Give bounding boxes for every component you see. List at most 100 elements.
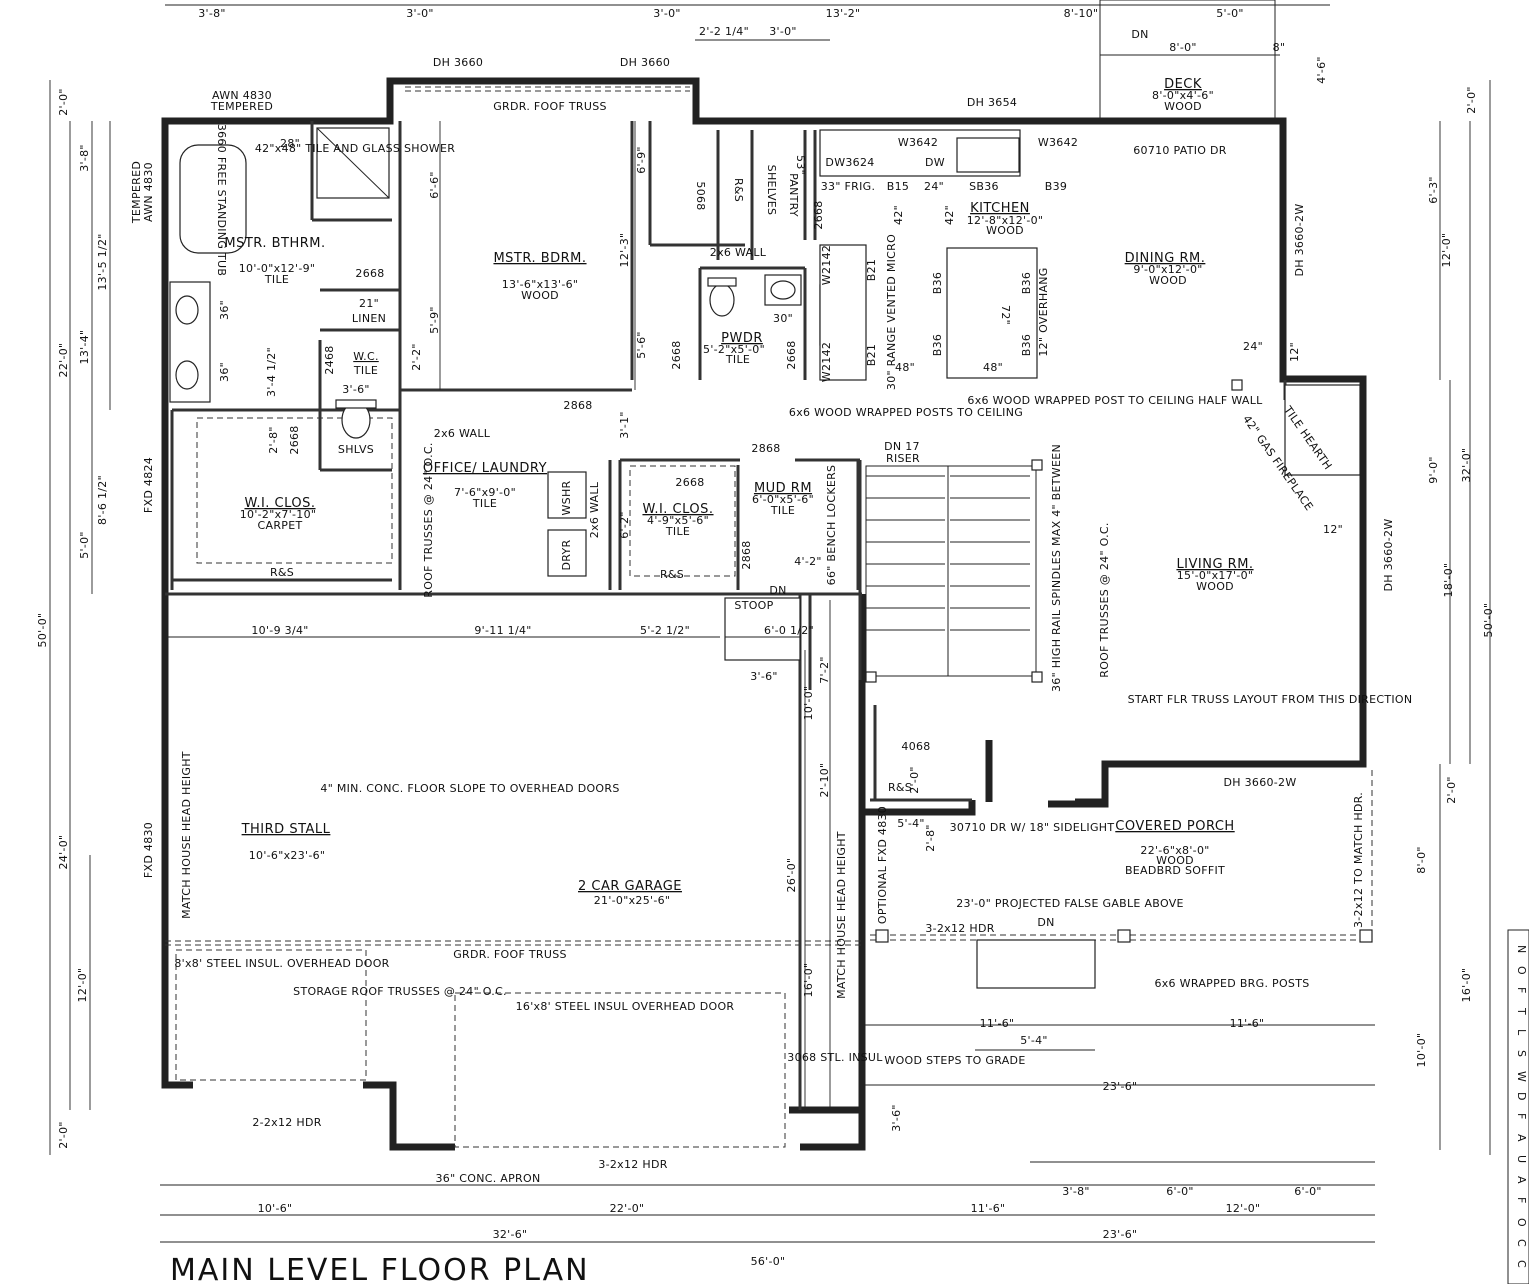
plan-label: TILE — [353, 364, 378, 377]
plan-label: 2 CAR GARAGE — [578, 879, 682, 894]
deck — [1099, 0, 1276, 121]
plan-linework — [161, 77, 1367, 808]
plan-label: 6'-3" — [1427, 176, 1440, 204]
plan-label: 2468 — [323, 345, 336, 374]
plan-label: 22'-0" — [610, 1202, 645, 1215]
plan-label: W.C. — [353, 350, 379, 363]
plan-label: 36" — [218, 300, 231, 320]
plan-label: 3'-4 1/2" — [265, 347, 278, 397]
plan-label: 5'-9" — [428, 306, 441, 334]
sheet-note-letter: O — [1515, 1218, 1528, 1227]
fireplace-post — [1231, 379, 1243, 391]
plan-label: 60710 PATIO DR — [1133, 144, 1227, 157]
toilet-icon — [709, 283, 735, 317]
plan-label: 16'-0" — [802, 963, 815, 998]
plan-linework — [770, 280, 796, 300]
plan-label: 2-2x12 HDR — [252, 1116, 321, 1129]
plan-label: 30" RANGE VENTED MICRO — [885, 234, 898, 390]
plan-label: 3-2x12 HDR — [598, 1158, 667, 1171]
dimension-labels: 3'-8" 3'-0" 3'-0" 13'-2" 8'-10" 5'-0" 2'… — [36, 7, 1495, 1268]
plan-label: 2868 — [563, 399, 592, 412]
plan-label: 30710 DR W/ 18" SIDELIGHT — [950, 821, 1115, 834]
plan-label: W3642 — [1038, 136, 1078, 149]
plan-label: 2668 — [785, 340, 798, 369]
plan-label: DH 3660 — [433, 56, 483, 69]
plan-label: 24" — [1243, 340, 1263, 353]
sheet-note-letter: C — [1515, 1239, 1528, 1247]
plan-label: 2'-0" — [57, 88, 70, 116]
plan-label: 36" HIGH RAIL SPINDLES MAX 4" BETWEEN — [1050, 444, 1063, 692]
plan-label: OPTIONAL FXD 4830 — [876, 806, 889, 924]
plan-label: 48" — [983, 361, 1003, 374]
plan-label: 9'-0" — [1427, 456, 1440, 484]
room-labels: MSTR. BTHRM. 10'-0"x12'-9" TILE MSTR. BD… — [224, 77, 1253, 907]
plan-label: MSTR. BTHRM. — [224, 236, 325, 251]
plan-label: 10'-9 3/4" — [251, 624, 308, 637]
plan-label: B15 — [887, 180, 909, 193]
sheet-note-letter: T — [1515, 1007, 1528, 1015]
page-title: MAIN LEVEL FLOOR PLAN — [170, 1253, 590, 1284]
plan-label: WOOD — [1164, 100, 1202, 113]
plan-label: 8'-6 1/2" — [96, 475, 109, 525]
plan-label: 2668 — [675, 476, 704, 489]
plan-label: SHLVS — [338, 443, 374, 456]
plan-label: 3'-1" — [618, 411, 631, 439]
plan-label: 48" — [895, 361, 915, 374]
plan-label: 56'-0" — [751, 1255, 786, 1268]
plan-label: 12" OVERHANG — [1037, 267, 1050, 356]
plan-label: 12'-3" — [618, 233, 631, 268]
plan-label: 13'-5 1/2" — [96, 233, 109, 290]
plan-label: 42"x48" TILE AND GLASS SHOWER — [255, 142, 455, 155]
plan-label: GRDR. FOOF TRUSS — [493, 100, 607, 113]
plan-label: 16'x8' STEEL INSUL OVERHEAD DOOR — [516, 1000, 735, 1013]
plan-label: 26'-0" — [785, 858, 798, 893]
brg-post — [1117, 929, 1131, 943]
sheet-note-letter: F — [1515, 1113, 1528, 1120]
sheet-note-letter: L — [1515, 1029, 1528, 1036]
plan-label: 42" — [892, 205, 905, 225]
plan-label: 13'-6"x13'-6" — [502, 278, 579, 291]
plan-label: DN — [1131, 28, 1148, 41]
plan-label: 6'-6" — [428, 171, 441, 199]
plan-linework — [363, 1081, 455, 1151]
plan-label: 10'-2"x7'-10" — [240, 508, 317, 521]
plan-label: 2x6 WALL — [710, 246, 767, 259]
plan-label: 2668 — [288, 425, 301, 454]
plan-label: 2'-2 1/4" — [699, 25, 749, 38]
plan-label: 3-2x12 HDR — [925, 922, 994, 935]
plan-label: R&S — [660, 568, 684, 581]
plan-label: B36 — [931, 272, 944, 294]
plan-label: 36" — [218, 362, 231, 382]
plan-linework — [175, 949, 367, 1081]
plan-label: 2'-0" — [1445, 776, 1458, 804]
plan-label: 2668 — [812, 200, 825, 229]
plan-label: 2868 — [740, 540, 753, 569]
plan-label: 3'-8" — [198, 7, 226, 20]
plan-label: GRDR. FOOF TRUSS — [453, 948, 567, 961]
plan-label: 9'-0"x12'-0" — [1133, 263, 1202, 276]
sheet-notes-frame — [1507, 929, 1529, 1284]
plan-label: 2868 — [751, 442, 780, 455]
plan-label: 3'-8" — [1062, 1185, 1090, 1198]
plan-label: RISER — [886, 452, 920, 465]
plan-label: DN 17 — [884, 440, 920, 453]
plan-label: 53" — [794, 155, 807, 175]
washer — [547, 471, 587, 519]
plan-label: 16'-0" — [1460, 968, 1473, 1003]
plan-label: 10'-0"x12'-9" — [239, 262, 316, 275]
plan-label: DW3624 — [825, 156, 874, 169]
plan-label: 2'-8" — [267, 426, 280, 454]
dimension-lines — [49, 4, 1491, 1243]
plan-label: 6'-0"x5'-6" — [752, 493, 814, 506]
sheet-note-letter: O — [1515, 966, 1528, 975]
plan-label: STOOP — [734, 599, 773, 612]
plan-label: 12'-0" — [76, 968, 89, 1003]
sink-icon — [175, 360, 199, 390]
plan-label: PANTRY — [787, 173, 800, 217]
plan-label: 4068 — [901, 740, 930, 753]
plan-label: MATCH HOUSE HEAD HEIGHT — [835, 831, 848, 999]
plan-label: 66" BENCH LOCKERS — [825, 465, 838, 586]
plan-label: 3'-0" — [653, 7, 681, 20]
sheet-note-letter: F — [1515, 987, 1528, 994]
